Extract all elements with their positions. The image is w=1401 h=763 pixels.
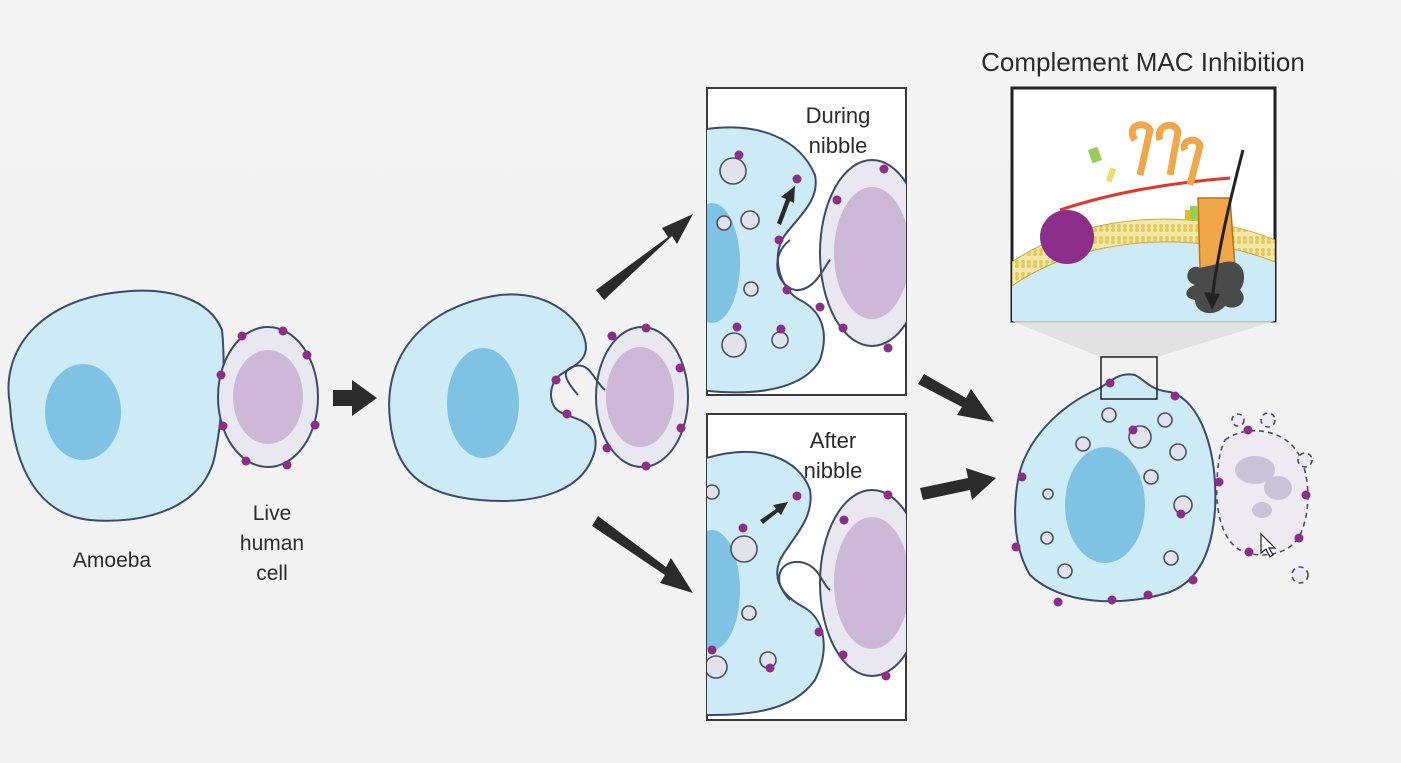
complement-inset — [1010, 86, 1277, 358]
svg-text:Live: Live — [253, 502, 292, 525]
svg-text:After: After — [810, 428, 856, 453]
stage-2-contact — [388, 293, 689, 502]
arrow-right-icon — [920, 468, 996, 500]
final-amoeba — [1011, 356, 1217, 607]
dying-human-cell — [1214, 412, 1313, 584]
stage-1-amoeba — [7, 289, 225, 522]
mouse-cursor-icon — [1260, 532, 1277, 558]
complement-title: Complement MAC Inhibition — [981, 47, 1305, 77]
stage-1-human-cell — [216, 326, 320, 470]
svg-text:cell: cell — [256, 562, 288, 585]
arrow-right-icon — [918, 374, 994, 422]
arrow-right-icon — [596, 214, 693, 300]
svg-text:During: During — [806, 103, 871, 128]
amoeba-nucleus — [45, 364, 121, 460]
arrow-right-icon — [592, 516, 693, 593]
arrow-right-icon — [333, 380, 377, 416]
after-nibble-panel: After nibble — [706, 413, 907, 721]
svg-text:human: human — [240, 532, 304, 555]
amoeba-label: Amoeba — [73, 549, 152, 572]
svg-text:nibble: nibble — [804, 458, 863, 483]
live-human-cell-label: Live human cell — [240, 502, 304, 585]
svg-text:nibble: nibble — [809, 133, 868, 158]
during-nibble-panel: During nibble — [706, 87, 907, 396]
